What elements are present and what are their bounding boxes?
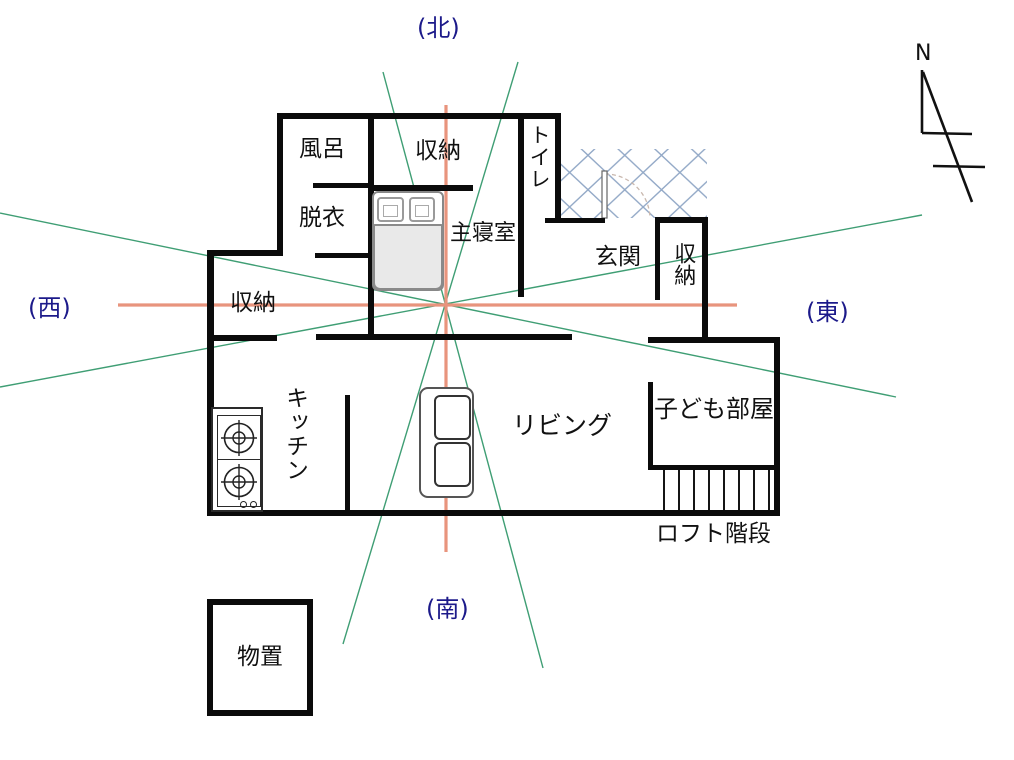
- wall-entrance-closet-top: [655, 217, 708, 223]
- wall-dressing-bottom: [315, 253, 370, 258]
- wall-bath-dressing-divider: [313, 183, 370, 188]
- direction-label-west: (西): [28, 294, 71, 322]
- wall-entrance-closet-right: [702, 220, 708, 343]
- wall-kids-room-top: [648, 337, 780, 343]
- room-label-entrance-closet: 収納: [670, 242, 696, 286]
- burner-top-icon: [221, 420, 257, 456]
- wall-living-top: [316, 334, 572, 340]
- door-swing-arc: [604, 173, 651, 219]
- wall-entrance-closet-left: [655, 217, 660, 300]
- room-label-shed: 物置: [237, 644, 283, 671]
- stove: [211, 407, 263, 512]
- sofa-cushion-top: [434, 395, 471, 440]
- wall-kids-room-left: [648, 382, 653, 468]
- green-line-nnw-sse: [382, 71, 544, 669]
- compass: N: [915, 41, 986, 203]
- room-label-master-bedroom: 主寝室: [450, 221, 517, 246]
- sofa: [419, 387, 474, 498]
- stove-knob-right: [250, 501, 257, 508]
- wall-toilet-right: [555, 113, 561, 223]
- compass-north-letter: N: [915, 41, 931, 66]
- wall-left: [207, 250, 214, 516]
- room-label-dressing: 脱衣: [299, 205, 345, 231]
- room-label-toilet: トイレ: [527, 124, 552, 190]
- bed-mattress: [373, 224, 443, 290]
- wall-bottom: [207, 510, 780, 516]
- wall-top: [277, 113, 560, 119]
- compass-cross-tick: [932, 164, 986, 169]
- room-label-loft-stairs: ロフト階段: [656, 521, 771, 547]
- door-leaf: [601, 170, 608, 219]
- wall-left-upper: [277, 113, 283, 255]
- room-label-kitchen: キッチン: [281, 386, 308, 482]
- wall-kitchen-divider: [345, 395, 350, 513]
- wall-toilet-bottom: [545, 218, 605, 223]
- burner-bottom-icon: [221, 464, 257, 500]
- shed-box: 物置: [207, 599, 313, 716]
- wall-left-step: [207, 250, 283, 256]
- room-label-kids-room: 子ども部屋: [654, 395, 774, 423]
- loft-stairs-treads: [650, 470, 774, 510]
- direction-label-north: (北): [417, 14, 460, 42]
- green-line-wsw-ene: [0, 214, 923, 388]
- room-label-closet-west: 収納: [230, 290, 276, 316]
- bed-pillow-left: [377, 197, 404, 222]
- sofa-cushion-bottom: [434, 442, 471, 487]
- direction-label-south: (南): [426, 595, 469, 623]
- bed-pillow-right: [409, 197, 435, 222]
- wall-living-top-west: [208, 335, 277, 341]
- room-label-closet-top: 収納: [415, 138, 461, 164]
- green-sector-lines: [0, 61, 923, 669]
- green-line-nne-ssw: [342, 61, 519, 645]
- bed: [372, 191, 444, 291]
- room-label-entrance: 玄関: [595, 244, 641, 270]
- wall-bedroom-right: [518, 113, 524, 297]
- stove-knob-left: [240, 501, 247, 508]
- wall-closet-top-bottom: [368, 185, 473, 191]
- room-label-living: リビング: [512, 411, 613, 440]
- room-label-bath: 風呂: [299, 136, 345, 162]
- wall-bath-right: [368, 113, 374, 340]
- stove-panel: [217, 415, 261, 507]
- direction-label-east: (東): [806, 298, 849, 326]
- compass-needle-line: [921, 71, 974, 203]
- wall-kids-room-bottom: [648, 465, 777, 470]
- wall-right: [774, 340, 780, 516]
